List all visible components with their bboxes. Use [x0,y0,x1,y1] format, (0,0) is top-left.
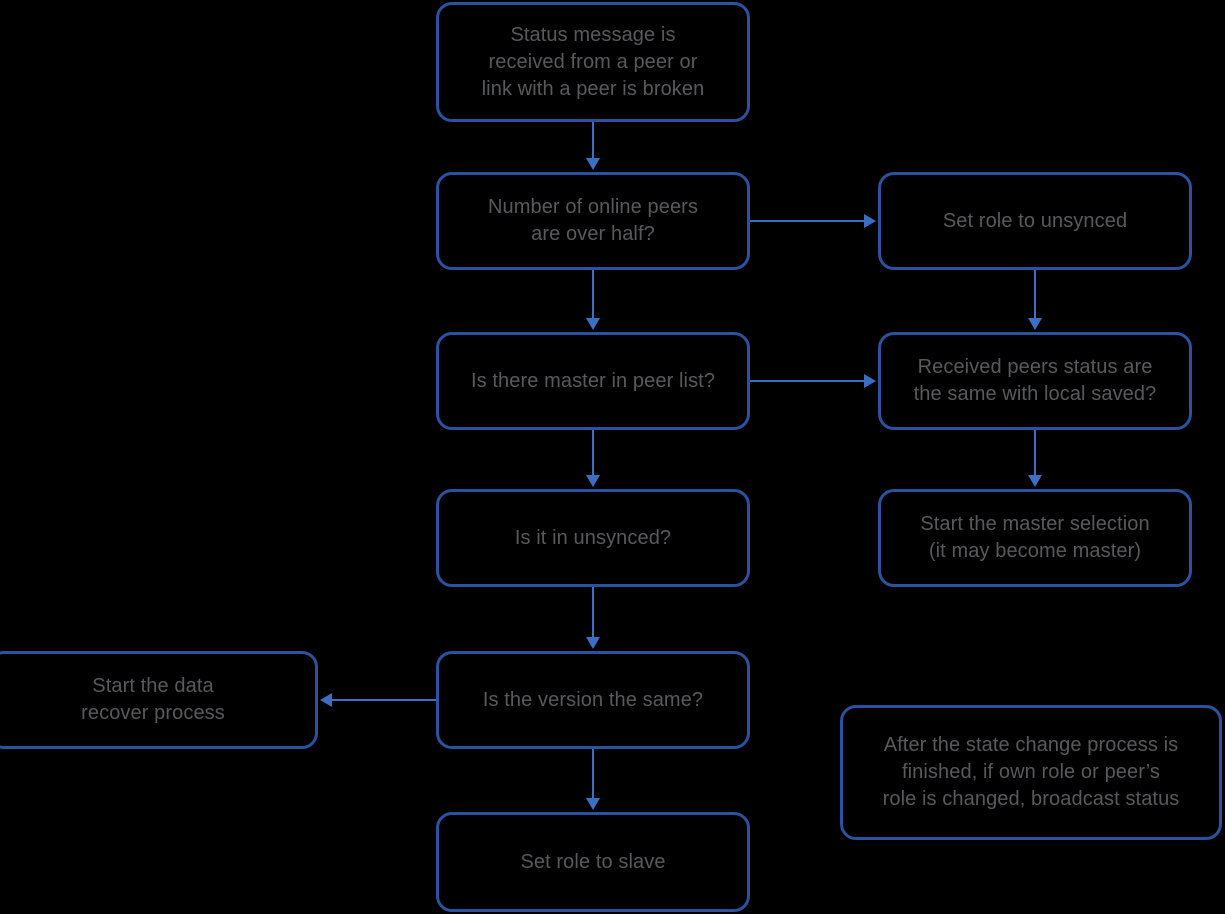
node-received-peers-status-same[interactable]: Received peers status are the same with … [878,332,1192,430]
node-label: Is the version the same? [482,688,704,711]
node-label: Number of online peers are over half? [487,196,699,245]
node-label: Is there master in peer list? [470,369,716,392]
edge-unsynced-to-peers-status [1034,270,1036,318]
edge-unsynced-to-peers-status-arrowhead [1028,318,1042,330]
node-online-peers-over-half[interactable]: Number of online peers are over half? [436,172,750,270]
edge-online-peers-to-master-list-arrowhead [586,318,600,330]
edge-master-list-to-is-unsynced-arrowhead [586,475,600,487]
edge-is-unsynced-to-version [592,587,594,637]
edge-online-peers-to-master-list [592,270,594,318]
edge-status-to-online-peers-arrowhead [586,158,600,170]
edge-online-peers-to-unsynced [750,220,866,222]
node-master-in-peer-list[interactable]: Is there master in peer list? [436,332,750,430]
node-label: Start the data recover process [81,675,225,724]
node-is-it-unsynced[interactable]: Is it in unsynced? [436,489,750,587]
node-label: Received peers status are the same with … [913,356,1157,405]
edge-version-to-data-recover-arrowhead [320,693,332,707]
node-label: Set role to unsynced [942,209,1128,232]
edge-status-to-online-peers [592,122,594,160]
node-label: Start the master selection (it may becom… [920,513,1150,562]
edge-version-to-data-recover [332,699,436,701]
edge-master-list-to-is-unsynced [592,430,594,475]
node-label: Status message is received from a peer o… [481,23,705,100]
edge-version-to-set-slave [592,749,594,798]
node-start-data-recover[interactable]: Start the data recover process [0,651,318,749]
edge-peers-status-to-master-selection-arrowhead [1028,475,1042,487]
node-set-role-slave[interactable]: Set role to slave [436,812,750,912]
edge-online-peers-to-unsynced-arrowhead [864,214,876,228]
edge-is-unsynced-to-version-arrowhead [586,637,600,649]
node-status-message-received[interactable]: Status message is received from a peer o… [436,2,750,122]
node-is-version-same[interactable]: Is the version the same? [436,651,750,749]
edge-master-list-to-peers-status-arrowhead [864,374,876,388]
node-broadcast-status-note[interactable]: After the state change process is finish… [840,705,1222,840]
edge-master-list-to-peers-status [750,380,866,382]
node-set-role-unsynced[interactable]: Set role to unsynced [878,172,1192,270]
edge-peers-status-to-master-selection [1034,430,1036,475]
node-label: Is it in unsynced? [514,526,672,549]
edge-version-to-set-slave-arrowhead [586,798,600,810]
node-label: Set role to slave [520,850,666,873]
node-start-master-selection[interactable]: Start the master selection (it may becom… [878,489,1192,587]
node-label: After the state change process is finish… [882,734,1180,810]
